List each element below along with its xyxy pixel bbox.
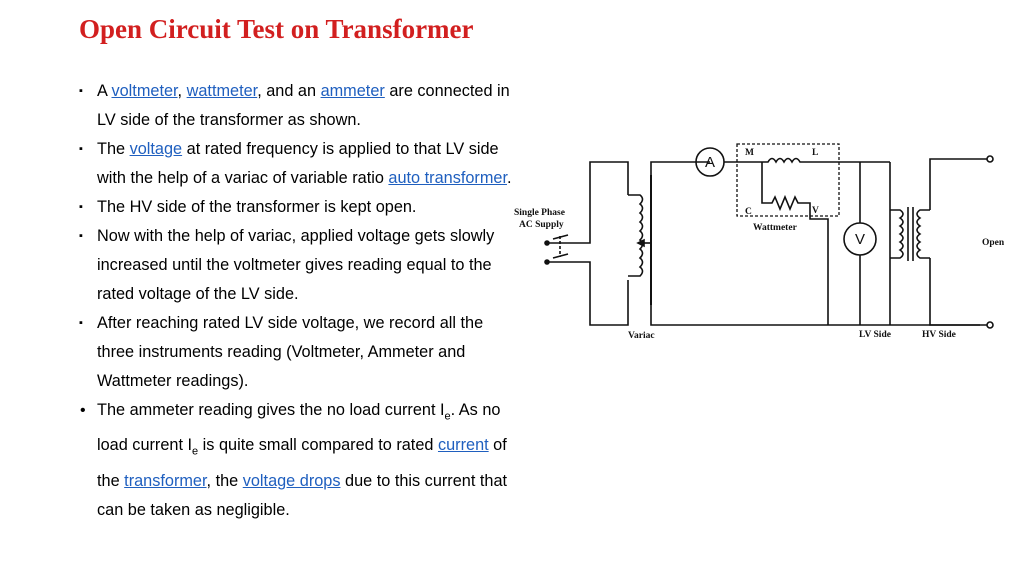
bullet-text: A — [97, 82, 112, 100]
subscript: e — [192, 445, 199, 458]
square-bullet-icon: ▪ — [79, 143, 83, 155]
dot-bullet-icon: • — [80, 402, 86, 419]
bullet-text: , — [177, 82, 187, 100]
bullet-text: of the — [97, 436, 507, 490]
slide-title: Open Circuit Test on Transformer — [79, 14, 474, 44]
bullet-item: ▪ The voltage at rated frequency is appl… — [76, 135, 521, 193]
auto-transformer-link[interactable]: auto transformer — [388, 169, 507, 187]
bullet-text: The HV side of the transformer is kept o… — [97, 198, 417, 216]
wire-variac-to-ammeter — [650, 161, 710, 175]
bullet-text: The ammeter reading gives the no load cu… — [97, 401, 445, 419]
open-label: Open — [982, 238, 1005, 248]
supply-terminal-top — [544, 240, 550, 246]
voltage-drops-link[interactable]: voltage drops — [242, 471, 341, 490]
bullet-text: is quite small compared to rated — [198, 436, 438, 455]
wire-return — [650, 305, 980, 326]
wattmeter-current-coil — [760, 157, 810, 164]
supply-label-line2: AC Supply — [519, 220, 564, 230]
wattmeter-pressure-coil — [761, 162, 811, 212]
wire-supply-to-variac-bottom — [568, 261, 629, 326]
ammeter-link[interactable]: ammeter — [320, 82, 385, 100]
supply-terminal-bottom — [544, 259, 550, 265]
bullet-item: • The ammeter reading gives the no load … — [76, 396, 521, 525]
bullet-text: due to this current that can be taken as… — [97, 471, 508, 519]
variac-wiper-arrow — [636, 238, 645, 248]
hv-winding — [916, 209, 930, 259]
supply-label-line1: Single Phase — [514, 208, 565, 218]
bullet-text: , the — [206, 471, 243, 490]
voltmeter-symbol: V — [855, 231, 865, 248]
bullet-item: ▪ Now with the help of variac, applied v… — [76, 222, 521, 309]
bullet-text: . As no load current I — [97, 401, 501, 455]
hv-terminal-bottom — [986, 321, 994, 329]
bullet-text: Now with the help of variac, applied vol… — [97, 227, 495, 303]
wattmeter-terminal-v: V — [812, 206, 819, 216]
square-bullet-icon: ▪ — [79, 201, 83, 213]
square-bullet-icon: ▪ — [79, 85, 83, 97]
variac-label: Variac — [628, 331, 655, 341]
voltmeter-circle — [843, 222, 877, 256]
wire-hv-bottom — [929, 258, 987, 326]
wattmeter-terminal-m: M — [745, 148, 754, 158]
wire-pressure-return — [809, 210, 829, 325]
voltage-link[interactable]: voltage — [129, 140, 183, 158]
bullet-item: ▪ The HV side of the transformer is kept… — [76, 193, 521, 222]
bullet-text: . — [506, 169, 512, 187]
ammeter-symbol: A — [705, 154, 715, 171]
lv-winding — [890, 209, 904, 259]
bullet-text: at rated frequency is applied to that LV… — [97, 140, 499, 187]
square-bullet-icon: ▪ — [79, 230, 83, 242]
circuit-diagram: A V M L C V Wattmeter Single Phase AC Su… — [514, 143, 1005, 341]
wattmeter-box — [736, 143, 840, 217]
bullet-text: , and an — [257, 82, 321, 100]
bullet-text: are connected in LV side of the transfor… — [97, 82, 510, 129]
bullet-item: ▪ After reaching rated LV side voltage, … — [76, 309, 521, 396]
bullet-text: After reaching rated LV side voltage, we… — [97, 314, 484, 390]
current-link[interactable]: current — [437, 436, 489, 455]
transformer-link[interactable]: transformer — [124, 471, 207, 490]
subscript: e — [444, 410, 451, 423]
bullet-text: The — [97, 140, 130, 158]
square-bullet-icon: ▪ — [79, 317, 83, 329]
lv-side-label: LV Side — [859, 330, 891, 340]
variac-coil — [628, 194, 644, 277]
wire-supply-to-variac-top — [568, 161, 629, 244]
bullet-list: ▪ A voltmeter, wattmeter, and an ammeter… — [76, 77, 521, 525]
bullet-item: ▪ A voltmeter, wattmeter, and an ammeter… — [76, 77, 521, 135]
wattmeter-link[interactable]: wattmeter — [186, 82, 258, 100]
wattmeter-label: Wattmeter — [753, 223, 798, 233]
wattmeter-terminal-l: L — [812, 148, 818, 158]
hv-side-label: HV Side — [922, 330, 956, 340]
voltmeter-link[interactable]: voltmeter — [111, 82, 178, 100]
wire-hv-top — [929, 158, 987, 210]
wattmeter-terminal-c: C — [745, 207, 752, 217]
hv-terminal-top — [986, 155, 994, 163]
